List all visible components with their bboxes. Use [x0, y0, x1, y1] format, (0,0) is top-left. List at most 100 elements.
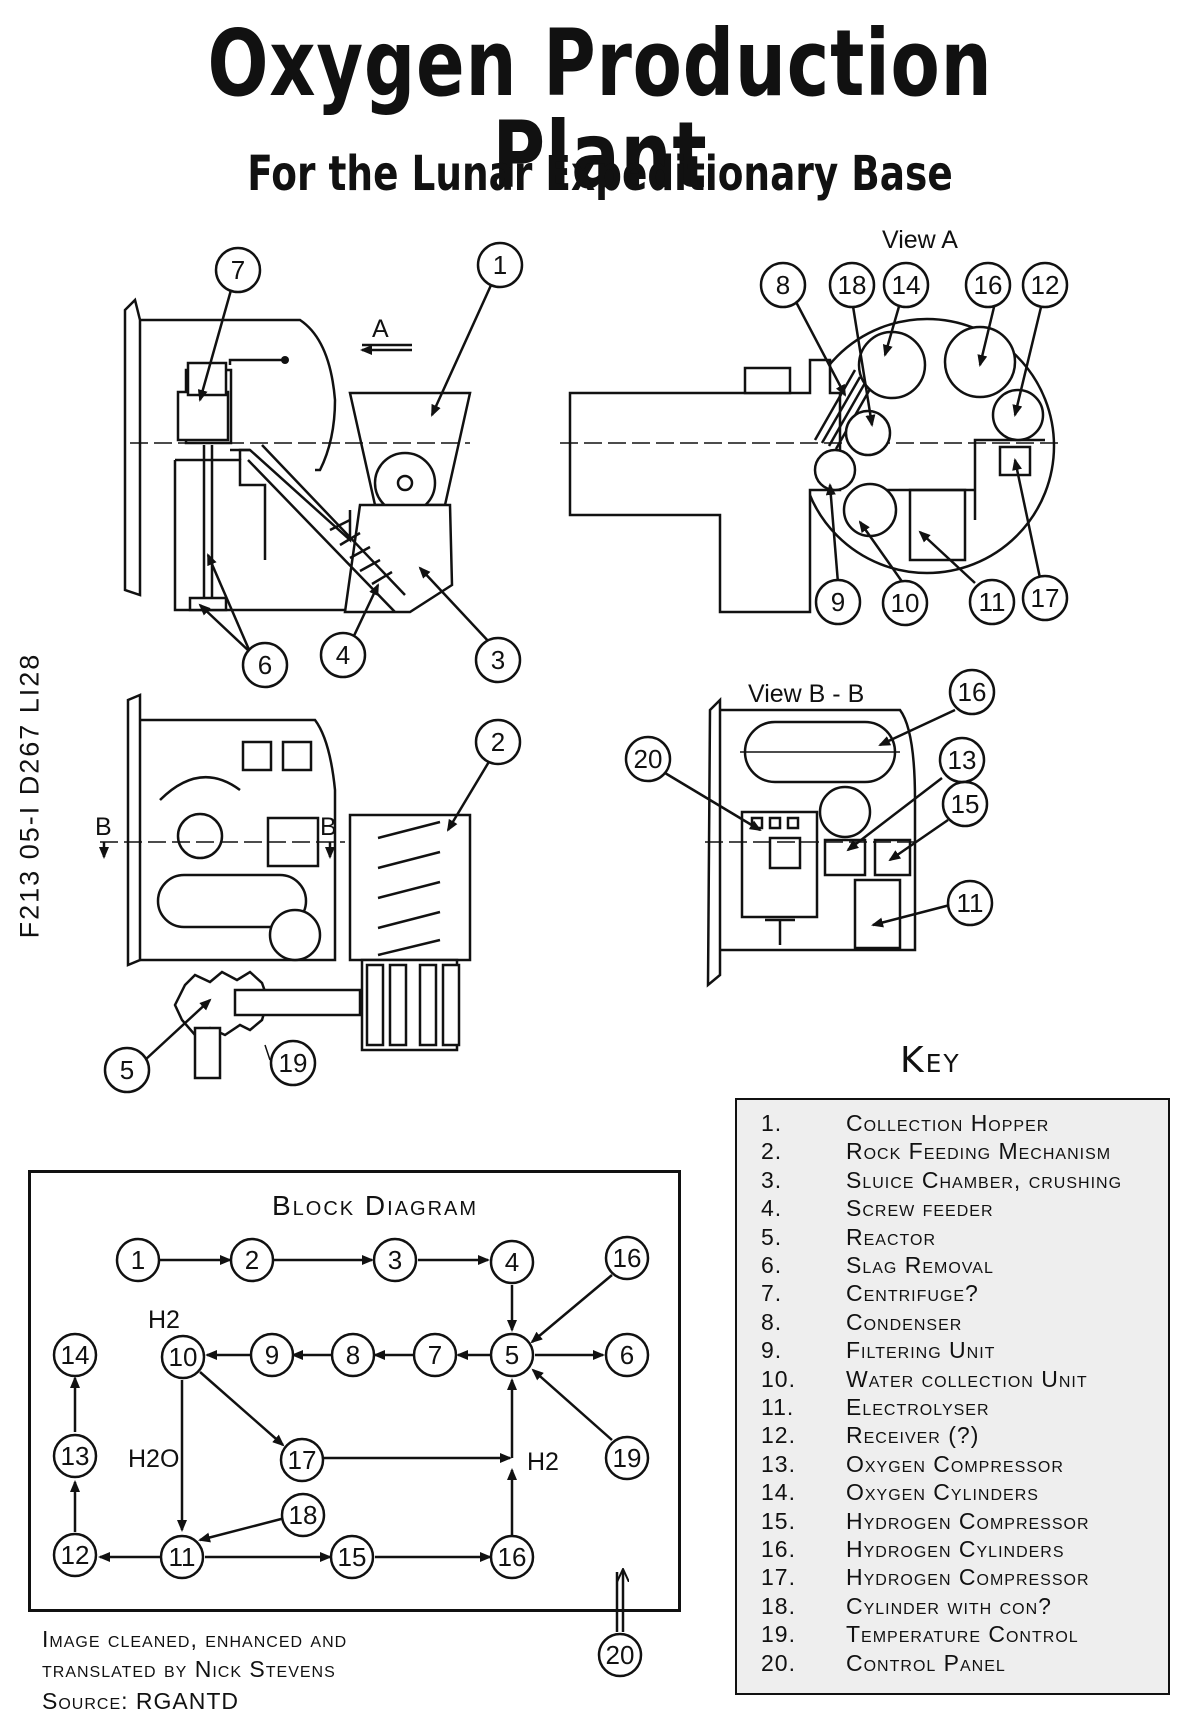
key-item-number: 17. [761, 1564, 796, 1591]
callout-5: 5 [103, 1046, 151, 1094]
svg-text:17: 17 [288, 1445, 317, 1475]
callout-6: 6 [241, 641, 289, 689]
block-node-8: 8 [330, 1332, 376, 1378]
block-node-7: 7 [412, 1332, 458, 1378]
key-item-label: Sluice Chamber, crushing [846, 1166, 1123, 1193]
svg-text:18: 18 [838, 270, 867, 300]
svg-text:2: 2 [491, 727, 505, 757]
callout-7: 7 [214, 246, 262, 294]
callout-circles: 1 7 6 4 3 8 18 14 16 12 9 10 11 17 2 5 1… [103, 241, 1069, 1094]
callout-13: 13 [938, 736, 986, 784]
svg-text:18: 18 [289, 1500, 318, 1530]
block-node-12: 12 [52, 1532, 98, 1578]
key-item-label: Slag Removal [846, 1252, 994, 1278]
svg-text:9: 9 [265, 1340, 279, 1370]
block-node-13: 13 [52, 1433, 98, 1479]
svg-text:2: 2 [245, 1245, 259, 1275]
block-node-11: 11 [159, 1534, 205, 1580]
svg-text:16: 16 [498, 1542, 527, 1572]
block-node-16-top: 16 [604, 1235, 650, 1281]
svg-text:6: 6 [620, 1340, 634, 1370]
key-item-label: Temperature Control [846, 1621, 1079, 1648]
svg-text:13: 13 [948, 745, 977, 775]
key-item-number: 1. [761, 1110, 783, 1136]
block-node-16: 16 [489, 1534, 535, 1580]
svg-text:8: 8 [346, 1340, 360, 1370]
block-node-15: 15 [329, 1534, 375, 1580]
svg-text:7: 7 [231, 255, 245, 285]
block-node-1: 1 [115, 1237, 161, 1283]
view-b-b-label: View B - B [748, 680, 864, 708]
callout-12: 12 [1021, 261, 1069, 309]
key-item-number: 15. [761, 1507, 796, 1534]
svg-text:3: 3 [491, 645, 505, 675]
svg-text:15: 15 [951, 789, 980, 819]
svg-text:4: 4 [336, 640, 350, 670]
svg-text:12: 12 [61, 1540, 90, 1570]
callout-10: 10 [881, 579, 929, 627]
key-item-label: Water collection Unit [846, 1365, 1088, 1392]
key-title: Key [900, 1040, 961, 1081]
callout-2: 2 [474, 718, 522, 766]
svg-text:11: 11 [957, 888, 984, 918]
key-item-label: Centrifuge? [846, 1280, 979, 1307]
callout-1: 1 [476, 241, 524, 289]
block-diagram-title: Block Diagram [272, 1190, 479, 1221]
svg-text:16: 16 [613, 1243, 642, 1273]
key-item-number: 14. [761, 1479, 796, 1506]
key-item-label: Hydrogen Cylinders [846, 1536, 1065, 1562]
svg-text:14: 14 [61, 1340, 90, 1370]
block-node-18: 18 [280, 1492, 326, 1538]
svg-text:4: 4 [505, 1247, 519, 1277]
key-item-label: Condenser [846, 1308, 963, 1335]
svg-text:10: 10 [891, 588, 920, 618]
key-item-label: Cylinder with con? [846, 1592, 1052, 1619]
svg-text:20: 20 [634, 744, 663, 774]
key-item-number: 7. [761, 1280, 783, 1307]
block-node-5: 5 [489, 1332, 535, 1378]
block-node-20: 20 [597, 1632, 643, 1678]
h2-label-right: H2 [527, 1448, 559, 1476]
key-item-label: Screw feeder [846, 1195, 994, 1222]
h2-label-top: H2 [148, 1306, 180, 1334]
key-item-label: Hydrogen Compressor [846, 1564, 1090, 1591]
callout-11b: 11 [946, 879, 994, 927]
svg-text:7: 7 [428, 1340, 442, 1370]
callout-4: 4 [319, 631, 367, 679]
svg-text:3: 3 [388, 1245, 402, 1275]
callout-14: 14 [882, 261, 930, 309]
key-item-number: 12. [761, 1422, 796, 1449]
block-node-19: 19 [604, 1435, 650, 1481]
svg-text:11: 11 [979, 587, 1006, 617]
block-diagram-frame [28, 1170, 681, 1612]
key-item-number: 4. [761, 1195, 783, 1222]
svg-text:15: 15 [338, 1542, 367, 1572]
callout-19: 19 [269, 1039, 317, 1087]
page-title: Oxygen Production Plant [207, 10, 993, 209]
svg-text:16: 16 [958, 677, 987, 707]
svg-text:5: 5 [505, 1340, 519, 1370]
block-node-9: 9 [249, 1332, 295, 1378]
key-item-number: 2. [761, 1138, 783, 1165]
view-a: View A [560, 226, 1060, 614]
block-node-10: 10 [160, 1334, 206, 1380]
key-item-label: Rock Feeding Mechanism [846, 1138, 1112, 1165]
key-item-number: 16. [761, 1536, 796, 1562]
block-node-4: 4 [489, 1239, 535, 1285]
key-item-number: 6. [761, 1252, 783, 1278]
svg-text:12: 12 [1031, 270, 1060, 300]
svg-text:9: 9 [831, 587, 845, 617]
key-item-number: 18. [761, 1592, 796, 1619]
callout-20: 20 [624, 735, 672, 783]
block-node-3: 3 [372, 1237, 418, 1283]
block-connections [70, 1255, 623, 1632]
key-item-label: Control Panel [846, 1649, 1006, 1676]
svg-text:14: 14 [892, 270, 921, 300]
block-node-6: 6 [604, 1332, 650, 1378]
credit-line-2: translated by Nick Stevens [42, 1656, 336, 1682]
key-item-label: Electrolyser [846, 1394, 990, 1420]
svg-text:10: 10 [169, 1342, 198, 1372]
svg-text:13: 13 [61, 1441, 90, 1471]
callout-17: 17 [1021, 574, 1069, 622]
